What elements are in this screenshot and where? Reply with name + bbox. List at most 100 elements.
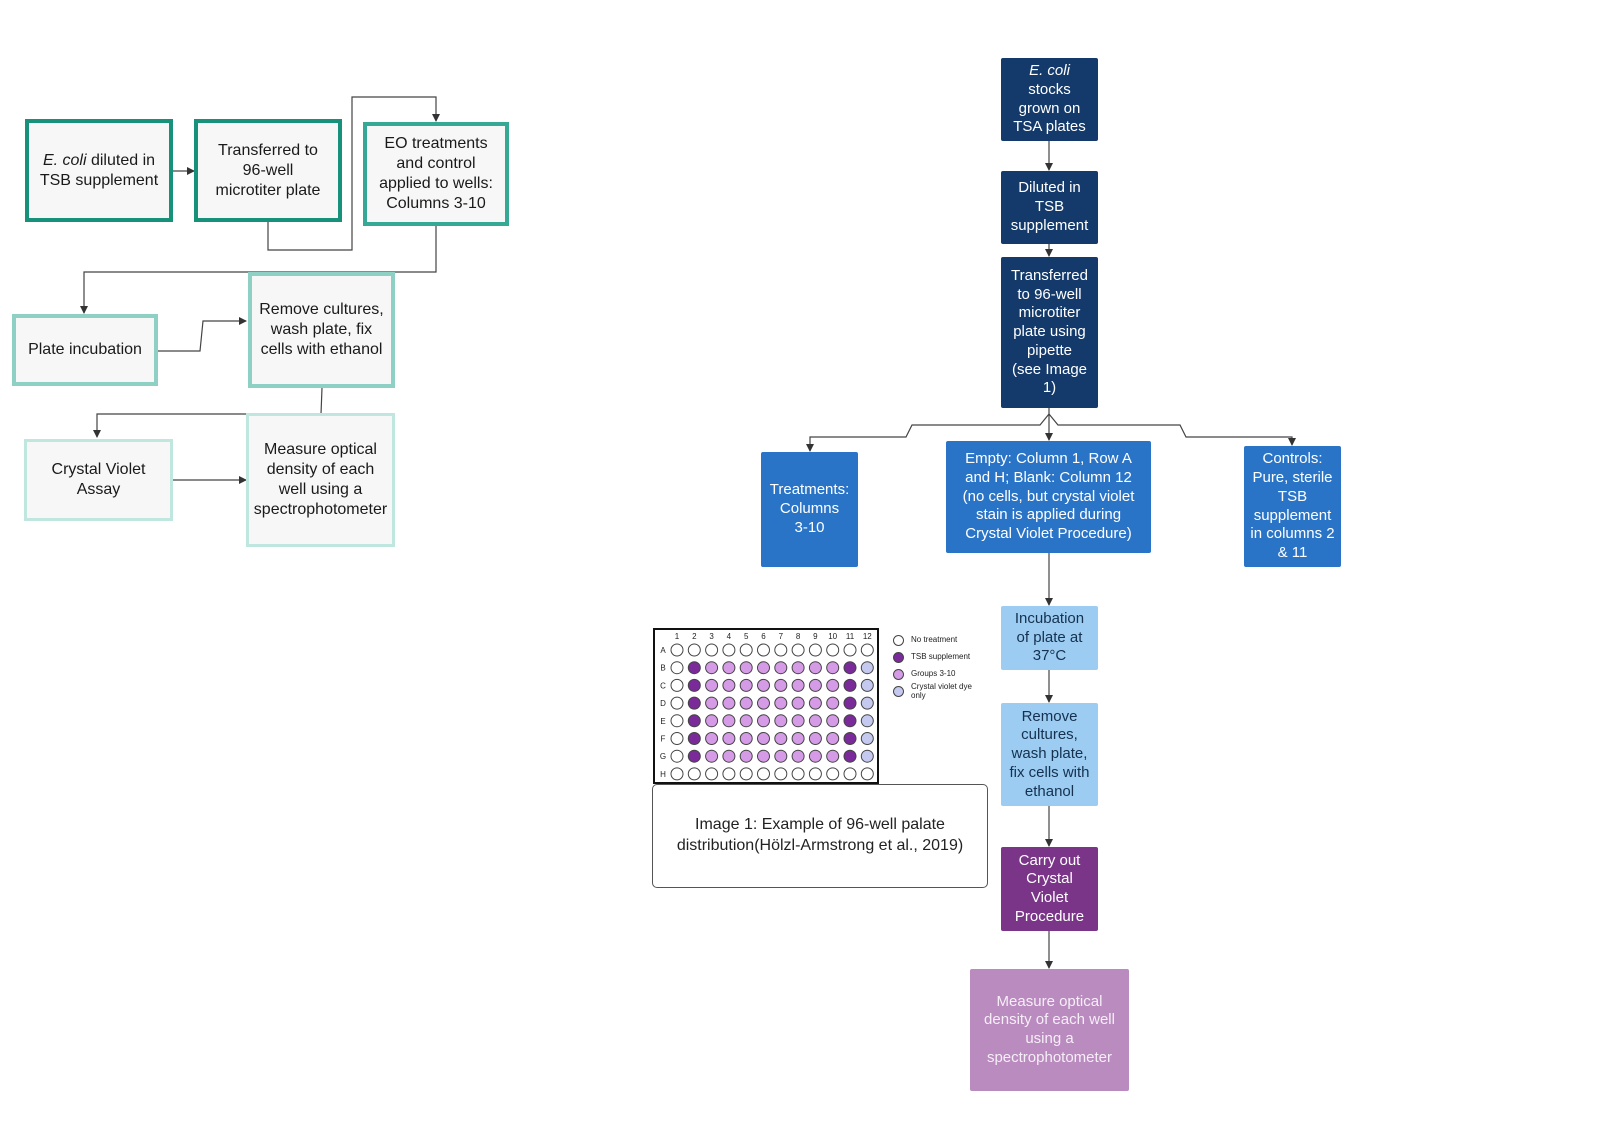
- ecoli-italic-right: E. coli: [1029, 62, 1070, 79]
- plate-well: [774, 661, 788, 675]
- plate-well: [722, 696, 736, 710]
- arrow-transferred-treatments: [806, 413, 1050, 452]
- plate-well: [722, 678, 736, 692]
- plate-well: [826, 643, 840, 657]
- plate-well: [739, 767, 753, 781]
- plate-row-label: B: [660, 664, 665, 673]
- plate-well: [860, 678, 874, 692]
- plate-column-label: 11: [846, 632, 855, 641]
- plate-well: [705, 661, 719, 675]
- plate-well: [808, 767, 822, 781]
- plate-well: [705, 749, 719, 763]
- plate-column-label: 5: [744, 632, 749, 641]
- plate-well: [739, 678, 753, 692]
- plate-well: [687, 643, 701, 657]
- plate-well: [791, 714, 805, 728]
- right-step-empty-blank: Empty: Column 1, Row A and H; Blank: Col…: [946, 441, 1151, 553]
- plate-row-label: F: [661, 735, 666, 744]
- legend-item: No treatment: [893, 632, 983, 649]
- plate-well: [826, 732, 840, 745]
- plate-well: [860, 732, 874, 745]
- right-step-controls: Controls: Pure, sterile TSB supplement i…: [1244, 446, 1341, 567]
- plate-well: [739, 696, 753, 710]
- plate-well: [843, 678, 857, 692]
- left-step-crystal-text: Crystal Violet Assay: [51, 461, 146, 498]
- plate-well: [670, 714, 684, 728]
- plate-well: [860, 749, 874, 763]
- right-step-incubation-text: Incubation of plate at 37°C: [1014, 609, 1085, 665]
- plate-well: [860, 767, 874, 781]
- plate-well: [757, 714, 770, 728]
- plate-well: [826, 661, 840, 675]
- right-step-transferred: Transferred to 96-well microtiter plate …: [1001, 257, 1098, 408]
- legend-swatch: [893, 635, 904, 646]
- right-step-empty-text: Empty: Column 1, Row A and H; Blank: Col…: [962, 450, 1135, 543]
- arrow-transferred-controls: [1048, 413, 1296, 446]
- right-step-diluted: Diluted in TSB supplement: [1001, 171, 1098, 244]
- legend-label: No treatment: [911, 635, 958, 645]
- plate-well: [687, 696, 701, 710]
- plate-column-label: 6: [761, 632, 766, 641]
- plate-well: [774, 714, 788, 728]
- plate-column-label: 12: [863, 632, 872, 641]
- plate-well: [826, 714, 840, 728]
- left-step-transfer-text: Transferred to 96-well microtiter plate: [215, 141, 321, 199]
- plate-well: [791, 696, 805, 710]
- left-step-incubation-text: Plate incubation: [28, 341, 142, 358]
- plate-well: [791, 732, 805, 745]
- legend-item: Groups 3-10: [893, 666, 983, 683]
- left-step-remove-cultures: Remove cultures, wash plate, fix cells w…: [248, 272, 395, 388]
- arrow-box2-box3: [267, 96, 440, 251]
- plate-well: [670, 678, 684, 692]
- plate-well: [808, 714, 822, 728]
- plate-well: [843, 643, 857, 657]
- right-step-measure-text: Measure optical density of each well usi…: [984, 992, 1115, 1066]
- plate-well: [687, 661, 701, 675]
- plate-well: [843, 696, 857, 710]
- plate-column-label: 1: [675, 632, 680, 641]
- right-step-crystal-violet: Carry out Crystal Violet Procedure: [1001, 847, 1098, 931]
- right-step-stocks-text: stocks grown on TSA plates: [1013, 80, 1086, 136]
- plate-well: [843, 767, 857, 781]
- plate-well: [722, 661, 736, 675]
- left-step-incubation: Plate incubation: [12, 314, 158, 386]
- plate-well: [670, 661, 684, 675]
- right-step-remove-text: Remove cultures, wash plate, fix cells w…: [1009, 707, 1090, 800]
- arrow-box4-box5: [158, 317, 247, 352]
- plate-well: [739, 749, 753, 763]
- legend-label: Groups 3-10: [911, 669, 956, 679]
- right-step-remove: Remove cultures, wash plate, fix cells w…: [1001, 703, 1098, 806]
- plate-well: [860, 661, 874, 675]
- plate-well: [774, 643, 788, 657]
- right-step-incubation: Incubation of plate at 37°C: [1001, 606, 1098, 670]
- image-caption-text: Image 1: Example of 96-well palate distr…: [676, 816, 964, 854]
- plate-well: [670, 696, 684, 710]
- plate-column-label: 7: [779, 632, 784, 641]
- plate-well: [860, 643, 874, 657]
- plate-column-label: 3: [709, 632, 714, 641]
- right-step-diluted-text: Diluted in TSB supplement: [1010, 179, 1089, 234]
- plate-well: [757, 749, 770, 763]
- plate-well: [687, 714, 701, 728]
- left-step-dilute-text: diluted in TSB supplement: [39, 151, 159, 189]
- right-step-treatments-text: Treatments: Columns 3-10: [769, 481, 850, 536]
- image-caption: Image 1: Example of 96-well palate distr…: [652, 784, 988, 888]
- right-step-controls-text: Controls: Pure, sterile TSB supplement i…: [1250, 450, 1335, 561]
- plate-well: [774, 678, 788, 692]
- plate-well: [757, 732, 770, 745]
- plate-well: [843, 732, 857, 745]
- plate-well: [670, 643, 684, 657]
- plate-row-label: D: [660, 699, 666, 708]
- plate-well: [860, 696, 874, 710]
- plate-well: [826, 678, 840, 692]
- plate-well: [705, 696, 719, 710]
- plate-well: [687, 678, 701, 692]
- plate-well: [843, 714, 857, 728]
- plate-column-label: 2: [692, 632, 697, 641]
- plate-well: [705, 732, 719, 745]
- right-step-transferred-text: Transferred to 96-well microtiter plate …: [1011, 266, 1088, 397]
- plate-well: [670, 732, 684, 745]
- plate-column-label: 4: [727, 632, 732, 641]
